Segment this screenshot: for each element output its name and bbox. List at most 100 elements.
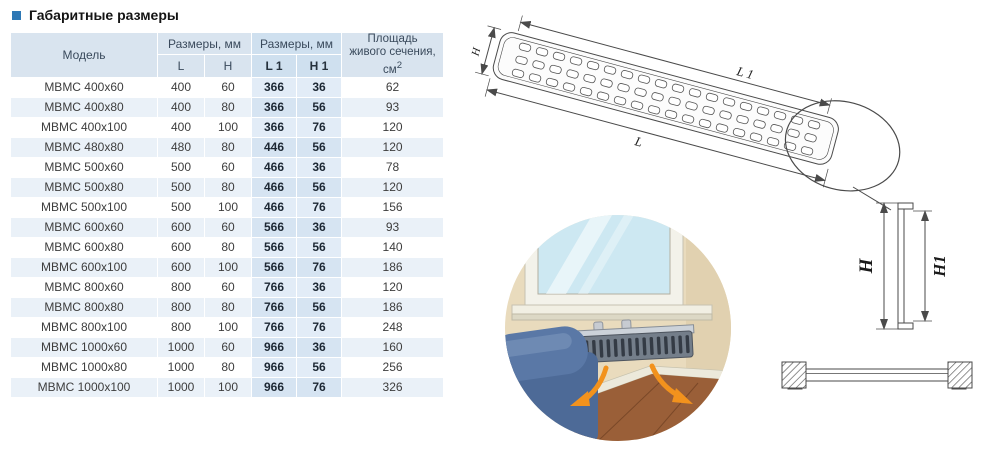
cell-h1: 76 [296,316,343,338]
cell-h: 100 [203,376,253,398]
dimension-label-l1: L 1 [734,63,755,82]
grille-perspective-drawing: L 1 L H [469,15,901,192]
cell-l1: 466 [251,196,298,218]
cell-l1: 766 [251,316,298,338]
cell-l1: 566 [251,256,298,278]
cell-model: МВМС 500x100 [10,196,158,218]
col-subheader-h1: H 1 [296,54,343,78]
cell-h: 100 [203,196,253,218]
cell-h: 60 [203,76,253,98]
cell-model: МВМС 500x60 [10,156,158,178]
cell-area: 156 [341,196,445,218]
cell-h: 80 [203,296,253,318]
col-subheader-h: H [203,54,253,78]
window [524,215,684,312]
cell-h1: 56 [296,176,343,198]
cell-l1: 446 [251,136,298,158]
cell-h: 60 [203,336,253,358]
cell-h1: 56 [296,96,343,118]
cell-l: 800 [157,296,205,318]
area-header-text: Площадь живого сечения, см [349,33,436,76]
cell-h1: 36 [296,336,343,358]
sofa [505,326,598,441]
cell-l1: 566 [251,216,298,238]
col-subheader-l1: L 1 [251,54,298,78]
cell-h1: 36 [296,156,343,178]
cell-l1: 966 [251,356,298,378]
section-drawing: H H1 [856,202,949,330]
cell-h: 60 [203,156,253,178]
cell-l1: 466 [251,176,298,198]
col-header-sizes-lh: Размеры, мм [156,31,253,56]
cell-h1: 56 [296,136,343,158]
col-header-sizes-l1h1: Размеры, мм [251,31,343,56]
cell-h: 80 [203,236,253,258]
cell-h1: 56 [296,236,343,258]
section-title-row: Габаритные размеры [12,7,443,23]
installation-illustration [505,215,731,441]
cell-l: 500 [157,196,205,218]
cell-l: 480 [157,136,205,158]
cell-l: 600 [157,236,205,258]
cell-l1: 366 [251,76,298,98]
cell-l: 1000 [157,356,205,378]
cell-l: 1000 [157,336,205,358]
cell-l: 600 [157,216,205,238]
cell-h: 60 [203,216,253,238]
table-header: Модель Размеры, мм Размеры, мм Площадь ж… [10,31,445,78]
section-title: Габаритные размеры [29,7,179,23]
cell-h1: 76 [296,116,343,138]
cell-l1: 466 [251,156,298,178]
cell-h: 80 [203,136,253,158]
cell-h: 60 [203,276,253,298]
cell-model: МВМС 480x80 [10,136,158,158]
cell-h: 100 [203,256,253,278]
cell-l: 800 [157,316,205,338]
cell-model: МВМС 500x80 [10,176,158,198]
cell-l1: 366 [251,116,298,138]
cell-h1: 36 [296,276,343,298]
cell-area: 256 [341,356,445,378]
cell-l: 600 [157,256,205,278]
dimension-label-h: H [469,45,483,58]
cell-model: МВМС 600x80 [10,236,158,258]
cell-l1: 966 [251,376,298,398]
cell-h: 100 [203,316,253,338]
cell-model: МВМС 400x60 [10,76,158,98]
airflow-arrowhead-right [672,388,693,404]
cell-model: МВМС 400x100 [10,116,158,138]
cell-l1: 566 [251,236,298,258]
cell-model: МВМС 1000x100 [10,376,158,398]
cell-area: 160 [341,336,445,358]
cell-area: 186 [341,296,445,318]
leader-line [852,186,892,211]
cell-l: 800 [157,276,205,298]
cell-model: МВМС 800x60 [10,276,158,298]
cell-l1: 366 [251,96,298,118]
cell-l: 400 [157,116,205,138]
cell-l: 1000 [157,376,205,398]
col-subheader-l: L [157,54,205,78]
section-label-h1: H1 [930,255,949,278]
cell-model: МВМС 400x80 [10,96,158,118]
cell-area: 120 [341,116,445,138]
section-label-h: H [856,257,877,274]
col-header-area: Площадь живого сечения, см2 [341,32,445,78]
section-bullet-icon [12,10,21,20]
cell-model: МВМС 600x60 [10,216,158,238]
cell-l: 400 [157,76,205,98]
cell-l: 400 [157,96,205,118]
cell-area: 62 [341,76,445,98]
cell-h1: 76 [296,196,343,218]
cell-area: 93 [341,216,445,238]
